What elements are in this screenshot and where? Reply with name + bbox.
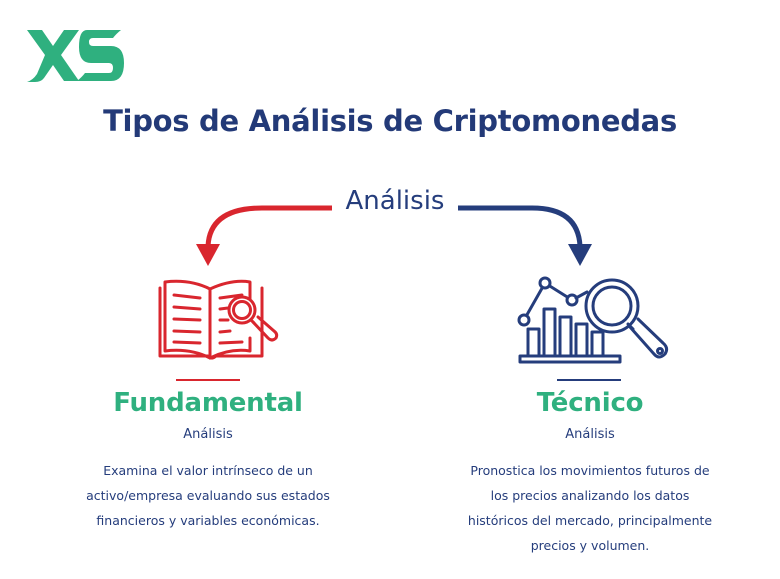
fundamental-divider: [176, 379, 240, 381]
description-line: Pronostica los movimientos futuros de: [470, 463, 710, 478]
xs-logo-icon: [27, 30, 124, 82]
branch-subtitle: Análisis: [183, 427, 233, 442]
branch-title: Fundamental: [113, 388, 303, 418]
root-node-label: Análisis: [345, 186, 445, 216]
description-line: precios y volumen.: [530, 538, 650, 553]
branch-description: Examina el valor intrínseco de un activo…: [58, 458, 358, 533]
description-line: históricos del mercado, principalmente: [467, 513, 713, 528]
branch-fundamental: Fundamental Análisis Examina el valor in…: [58, 386, 358, 533]
chart-magnifier-icon: [512, 272, 672, 368]
branch-title: Técnico: [536, 388, 644, 418]
xs-logo: [27, 28, 125, 84]
tecnico-divider: [557, 379, 621, 381]
branch-tecnico: Técnico Análisis Pronostica los movimien…: [440, 386, 740, 558]
arrow-right-icon: [458, 205, 592, 266]
page-title: Tipos de Análisis de Criptomonedas: [103, 104, 677, 138]
description-line: financieros y variables económicas.: [96, 513, 320, 528]
book-magnifier-icon: [150, 276, 280, 366]
branch-description: Pronostica los movimientos futuros de lo…: [440, 458, 740, 558]
arrow-left-icon: [196, 205, 332, 266]
branch-subtitle: Análisis: [565, 427, 615, 442]
description-line: activo/empresa evaluando sus estados: [86, 488, 330, 503]
description-line: los precios analizando los datos: [490, 488, 690, 503]
description-line: Examina el valor intrínseco de un: [103, 463, 313, 478]
